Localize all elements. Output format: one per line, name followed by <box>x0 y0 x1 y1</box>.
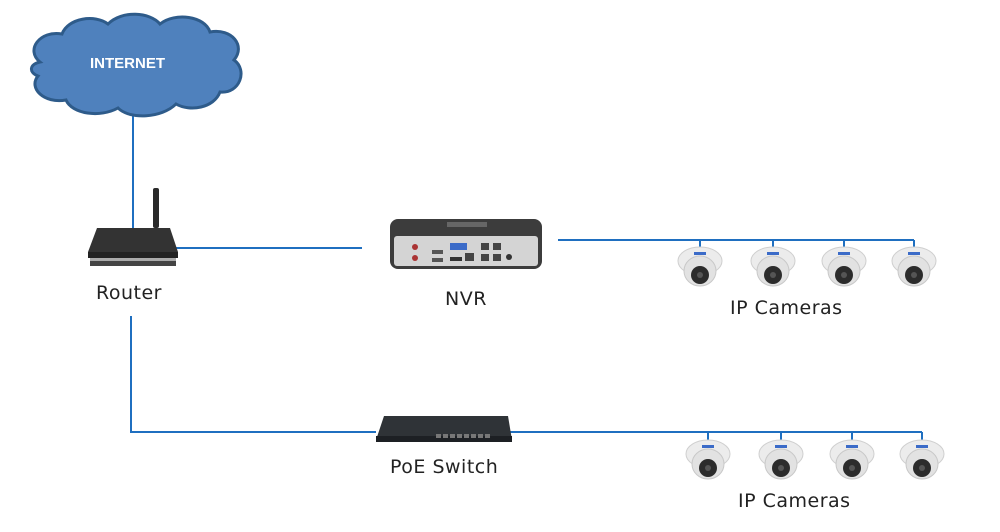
camera-drops-top <box>699 240 915 247</box>
ip-camera-icon <box>758 439 804 480</box>
internet-cloud-icon <box>30 12 243 118</box>
internet-label: INTERNET <box>90 55 165 72</box>
ip-camera-icon <box>891 246 937 287</box>
camera-drops-bottom <box>707 432 923 440</box>
ip-camera-icon <box>829 439 875 480</box>
ip-cameras-bottom <box>685 439 945 480</box>
ip-cameras-label-top: IP Cameras <box>730 297 843 319</box>
ip-camera-icon <box>899 439 945 480</box>
nvr-label: NVR <box>445 288 487 310</box>
nvr-icon <box>390 219 542 269</box>
poe-switch-icon <box>376 416 512 442</box>
ip-camera-icon <box>821 246 867 287</box>
ip-camera-icon <box>677 246 723 287</box>
router-icon <box>88 188 178 266</box>
ip-camera-icon <box>685 439 731 480</box>
router-label: Router <box>96 282 162 304</box>
line-router-switch <box>130 316 376 433</box>
ip-cameras-top <box>677 246 937 287</box>
ip-cameras-label-bottom: IP Cameras <box>738 490 851 512</box>
ip-camera-icon <box>750 246 796 287</box>
poe-switch-label: PoE Switch <box>390 456 499 478</box>
